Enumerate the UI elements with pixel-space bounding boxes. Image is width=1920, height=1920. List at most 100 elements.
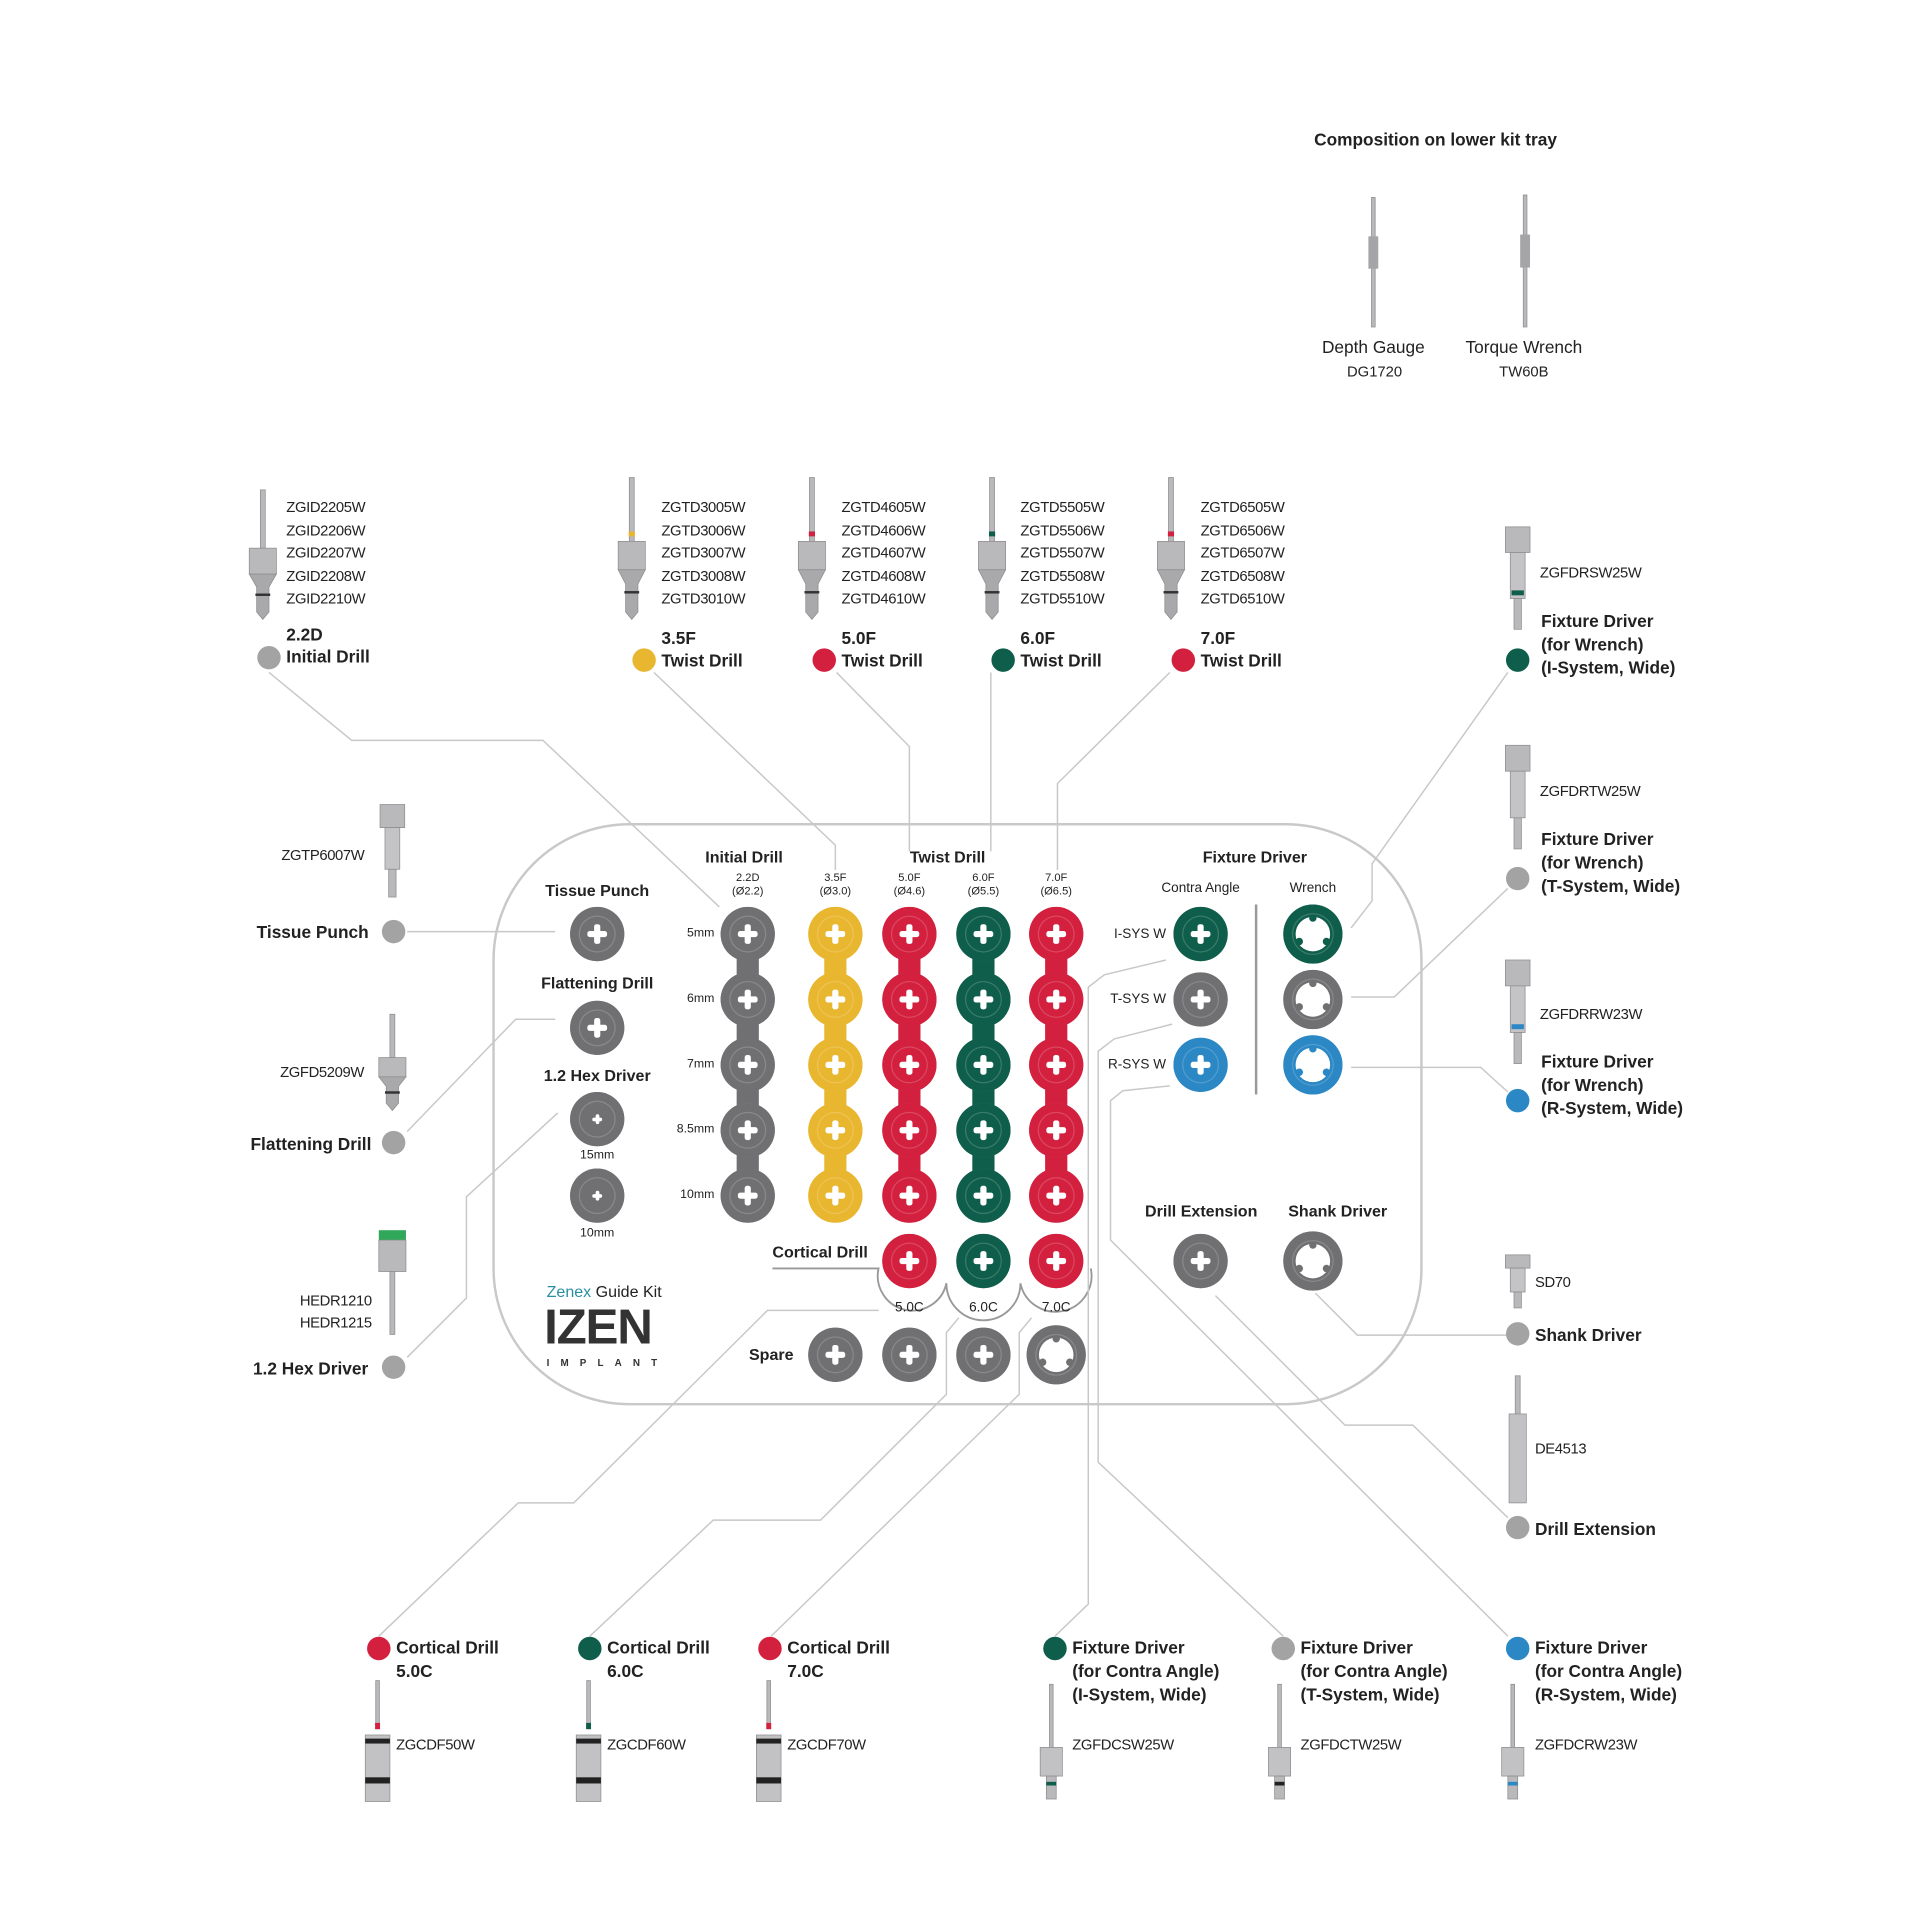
product-code: ZGTD5505W [1020,498,1105,516]
socket-7.0F-6mm[interactable] [1029,972,1084,1027]
fixture-driver-wrench-t-tool [1504,744,1531,850]
socket-notch [1295,1264,1303,1273]
socket-drill-extension[interactable] [1173,1233,1228,1289]
column-size-label: 5.0F [898,871,921,884]
socket-fixture-ca-r[interactable] [1173,1037,1228,1093]
bottom-tool-label: (for Contra Angle) [1072,1660,1220,1681]
drill-extension-label: Drill Extension [1534,1518,1656,1539]
product-code: ZGTD4605W [841,498,926,516]
socket-6.0F-7mm[interactable] [956,1037,1011,1093]
tray-spare-label: Spare [748,1344,794,1364]
socket-7.0F-5mm[interactable] [1029,906,1084,962]
socket-cortical-5.0c[interactable] [882,1233,937,1289]
product-code: ZGFDCRW23W [1534,1736,1638,1754]
socket-2.2D-6mm[interactable] [720,972,775,1027]
tool-size-label: 2.2D [286,624,323,645]
product-code: ZGFDRTW25W [1539,782,1641,800]
tool-size-label: 6.0F [1020,628,1056,648]
product-code: ZGCDF70W [787,1736,866,1754]
fixture-driver-wrench-r-tool [1504,959,1531,1064]
wrench-socket-icon [1295,916,1331,952]
socket-7.0F-8.5mm[interactable] [1029,1103,1084,1158]
color-dot [1271,1636,1295,1661]
socket-notch [1322,1264,1331,1273]
socket-3.5F-7mm[interactable] [808,1037,863,1093]
torque-wrench-tool [1520,194,1531,328]
socket-notch [1295,937,1303,946]
color-dot [812,648,836,672]
socket-cortical-6.0c[interactable] [956,1233,1011,1289]
socket-cortical-7.0c[interactable] [1029,1233,1084,1289]
color-dot [1505,866,1530,891]
product-code: DE4513 [1534,1439,1587,1458]
socket-2.2D-7mm[interactable] [720,1037,775,1093]
socket-6.0F-5mm[interactable] [956,906,1011,962]
socket-shank-driver[interactable] [1283,1231,1343,1291]
socket-3.5F-8.5mm[interactable] [808,1103,863,1158]
socket-5.0F-8.5mm[interactable] [882,1103,937,1158]
product-code: ZGFDCSW25W [1072,1736,1174,1754]
cortical-size-5: 5.0C [895,1300,924,1316]
socket-2.2D-8.5mm[interactable] [720,1103,775,1158]
socket-spare-2[interactable] [882,1327,937,1382]
tray-fixture-driver-label: Fixture Driver [1202,847,1308,867]
cortical-drill-5.0c-tool [364,1680,391,1802]
product-code: SD70 [1534,1273,1571,1291]
tool-size-label: 5.0F [841,628,877,648]
socket-5.0F-5mm[interactable] [882,906,937,962]
leader-line [1056,671,1171,870]
socket-2.2D-10mm[interactable] [720,1168,775,1223]
row-length-label: 7mm [686,1057,715,1072]
socket-fixture-wrench-t[interactable] [1283,969,1343,1030]
socket-flattening-drill[interactable] [570,1000,625,1055]
bottom-tool-label: 6.0C [607,1660,644,1681]
tool-size-label: 3.5F [661,628,696,648]
socket-fixture-wrench-r[interactable] [1283,1035,1343,1095]
socket-spare-4[interactable] [1026,1325,1086,1385]
color-dot [1505,1636,1530,1661]
shank-driver-label: Shank Driver [1534,1325,1642,1345]
socket-spare-3[interactable] [956,1327,1011,1382]
product-code: ZGID2205W [286,498,366,516]
socket-fixture-ca-t[interactable] [1173,972,1228,1027]
hex-length-15: 15mm [580,1148,615,1163]
socket-5.0F-10mm[interactable] [882,1168,937,1223]
product-code: ZGID2208W [286,566,366,585]
leader-line [268,671,720,908]
socket-notch [1309,979,1317,988]
socket-3.5F-10mm[interactable] [808,1168,863,1223]
product-code: HEDR1215 [299,1314,372,1332]
product-code: ZGTD4606W [841,521,926,539]
socket-5.0F-7mm[interactable] [882,1037,937,1093]
color-dot [381,1130,406,1155]
socket-7.0F-10mm[interactable] [1029,1168,1084,1223]
socket-7.0F-7mm[interactable] [1029,1037,1084,1093]
socket-2.2D-5mm[interactable] [720,906,775,962]
socket-5.0F-6mm[interactable] [882,972,937,1027]
twist-drill-7.0f-tool [1156,477,1186,620]
product-code: ZGFDRRW23W [1539,1005,1643,1023]
color-dot [1505,1322,1530,1346]
fixture-driver-wrench-i-tool [1504,526,1531,630]
leader-line [1350,672,1509,929]
socket-6.0F-8.5mm[interactable] [956,1103,1011,1158]
product-code: ZGTD6510W [1200,589,1285,608]
socket-3.5F-5mm[interactable] [808,906,863,962]
socket-hex-driver-10mm[interactable] [570,1168,625,1223]
leader-line [836,671,911,852]
socket-spare-1[interactable] [808,1327,863,1382]
socket-3.5F-6mm[interactable] [808,972,863,1027]
socket-hex-driver-15mm[interactable] [570,1092,625,1147]
leader-line [589,1317,960,1637]
socket-6.0F-10mm[interactable] [956,1168,1011,1223]
socket-6.0F-6mm[interactable] [956,972,1011,1027]
leader-line [1054,959,1167,1637]
product-code: ZGTD6507W [1200,544,1285,562]
tray-outline [492,823,1423,1406]
socket-fixture-wrench-i[interactable] [1283,904,1343,964]
socket-fixture-ca-i[interactable] [1173,906,1228,962]
socket-tissue-punch[interactable] [570,906,625,962]
cortical-size-7: 7.0C [1041,1300,1071,1316]
